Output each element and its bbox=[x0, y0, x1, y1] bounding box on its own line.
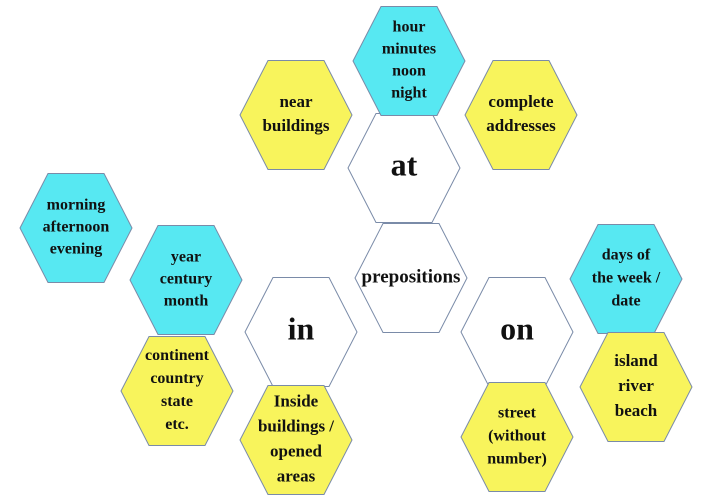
hex-in-periods-shape bbox=[129, 225, 243, 335]
hex-in-day-parts-label-line: evening bbox=[50, 241, 102, 258]
hex-at-time-label-line: noon bbox=[392, 63, 426, 80]
hex-in-periods-label-line: century bbox=[160, 271, 212, 288]
hex-on-street: street (without number) bbox=[460, 382, 574, 492]
hex-at-label-line: at bbox=[391, 146, 418, 182]
hex-on-days-label-line: days of bbox=[602, 247, 651, 264]
hex-at-time-label-line: night bbox=[391, 85, 427, 102]
hex-in-day-parts-shape bbox=[19, 173, 133, 283]
hex-at-shape bbox=[347, 113, 461, 223]
hex-on-surfaces-shape bbox=[579, 332, 693, 442]
hex-on-street-label-line: number) bbox=[487, 451, 547, 468]
hex-on-surfaces-label-line: island bbox=[614, 351, 658, 370]
hex-at-time-label-line: hour bbox=[393, 19, 426, 36]
hex-on-street-label-line: street bbox=[498, 405, 537, 422]
hex-in-inside: Inside buildings / opened areas bbox=[239, 385, 353, 495]
hex-on: on bbox=[460, 277, 574, 387]
hex-center-shape bbox=[354, 223, 468, 333]
hex-on-surfaces-label-line: beach bbox=[615, 401, 658, 420]
hex-in: in bbox=[244, 277, 358, 387]
hex-at-near-label-line: near bbox=[279, 92, 313, 111]
hex-in-places-label-line: etc. bbox=[165, 416, 189, 433]
hex-at-addresses-shape bbox=[464, 60, 578, 170]
hex-in-periods-label-line: month bbox=[164, 293, 209, 310]
hex-in-places-shape bbox=[120, 336, 234, 446]
hex-at-near: near buildings bbox=[239, 60, 353, 170]
hex-in-places-label-line: country bbox=[150, 370, 203, 387]
hex-in-day-parts-label-line: afternoon bbox=[43, 219, 110, 236]
hex-on-street-label-line: (without bbox=[488, 428, 546, 445]
hex-in-inside-label-line: buildings / bbox=[258, 416, 334, 435]
hex-on-surfaces-label-line: river bbox=[618, 376, 654, 395]
hex-at-addresses-label-line: addresses bbox=[486, 116, 556, 135]
hex-in-day-parts-label-line: morning bbox=[47, 197, 106, 214]
hex-in-day-parts: morning afternoon evening bbox=[19, 173, 133, 283]
hex-at-near-shape bbox=[239, 60, 353, 170]
hex-in-periods-label-line: year bbox=[171, 249, 201, 266]
hex-at-time-label-line: minutes bbox=[382, 41, 436, 58]
hex-in-inside-label-line: areas bbox=[277, 466, 316, 485]
hex-at-near-label-line: buildings bbox=[262, 116, 329, 135]
hex-on-surfaces: island river beach bbox=[579, 332, 693, 442]
hex-on-days: days of the week / date bbox=[569, 224, 683, 334]
hex-in-places-label-line: state bbox=[161, 393, 193, 410]
hex-at-time: hour minutes noon night bbox=[352, 6, 466, 116]
hex-center: prepositions bbox=[354, 223, 468, 333]
hex-center-label-line: prepositions bbox=[362, 266, 461, 287]
hex-on-days-label-line: the week / bbox=[592, 270, 661, 287]
hex-in-places: continent country state etc. bbox=[120, 336, 234, 446]
hex-in-places-label-line: continent bbox=[145, 347, 210, 364]
hex-at-addresses-label-line: complete bbox=[488, 92, 554, 111]
hex-on-street-shape bbox=[460, 382, 574, 492]
hex-in-inside-label-line: opened bbox=[270, 441, 323, 460]
hex-in-periods: year century month bbox=[129, 225, 243, 335]
hex-on-days-label-line: date bbox=[611, 293, 640, 310]
hex-in-label-line: in bbox=[288, 310, 315, 346]
hex-in-inside-label-line: Inside bbox=[274, 391, 319, 410]
hex-at: at bbox=[347, 113, 461, 223]
hex-at-time-shape bbox=[352, 6, 466, 116]
hex-in-inside-shape bbox=[239, 385, 353, 495]
hex-on-days-shape bbox=[569, 224, 683, 334]
hex-at-addresses: complete addresses bbox=[464, 60, 578, 170]
hex-on-label-line: on bbox=[500, 310, 534, 346]
